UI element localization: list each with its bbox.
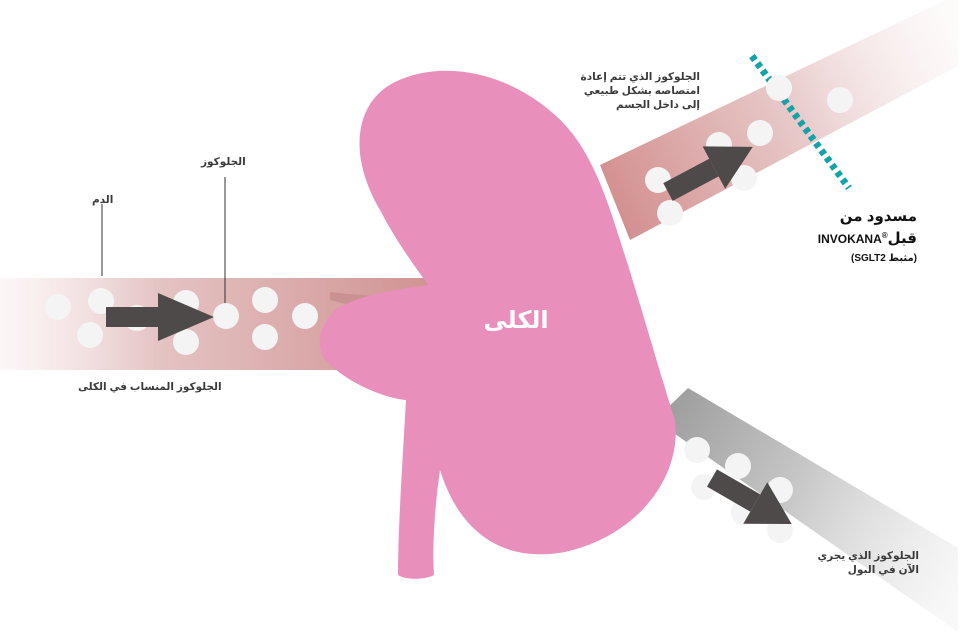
glucose-dot bbox=[77, 322, 103, 348]
glucose-dot bbox=[213, 303, 239, 329]
filtered-glucose-label: الجلوكوز المنساب في الكلى bbox=[78, 380, 222, 394]
brand-text: INVOKANA bbox=[818, 232, 882, 246]
reabsorbed-label-line-1: الجلوكوز الذي تتم إعادة bbox=[581, 70, 700, 84]
urine-channel bbox=[655, 388, 958, 632]
glucose-dot bbox=[684, 437, 710, 463]
glucose-dot bbox=[747, 120, 773, 146]
glucose-dot bbox=[725, 453, 751, 479]
blocked-label-line-2: قبل®INVOKANA bbox=[818, 226, 917, 249]
blocked-label-line-3: (مثبط SGLT2) bbox=[818, 251, 917, 267]
glucose-dot bbox=[45, 294, 71, 320]
blocked-label-line-1: مسدود من bbox=[818, 207, 917, 226]
reabsorbed-glucose-label: الجلوكوز الذي تتم إعادة امتصاصه بشكل طبي… bbox=[581, 70, 700, 112]
urine-label-line-1: الجلوكوز الذي يجري bbox=[818, 549, 919, 563]
reabsorbed-label-line-2: امتصاصه بشكل طبيعي bbox=[581, 84, 700, 98]
glucose-dot bbox=[252, 287, 278, 313]
reabsorbed-label-line-3: إلى داخل الجسم bbox=[581, 98, 700, 112]
blocked-prefix: قبل bbox=[888, 230, 917, 247]
urine-label-line-2: الآن في البول bbox=[818, 563, 919, 577]
glucose-dot bbox=[657, 200, 683, 226]
glucose-dot bbox=[827, 87, 853, 113]
glucose-dot bbox=[292, 303, 318, 329]
kidney-label: الكلى bbox=[476, 306, 556, 335]
urine-glucose-label: الجلوكوز الذي يجري الآن في البول bbox=[818, 549, 919, 577]
blocked-by-invokana-label: مسدود من قبل®INVOKANA (مثبط SGLT2) bbox=[818, 207, 917, 267]
blood-label: الدم bbox=[92, 193, 113, 207]
glucose-dot bbox=[252, 324, 278, 350]
reabsorption-vessel bbox=[600, 0, 958, 240]
brand-name: ®INVOKANA bbox=[818, 232, 888, 246]
glucose-dot bbox=[766, 75, 792, 101]
glucose-label: الجلوكوز bbox=[201, 155, 246, 169]
